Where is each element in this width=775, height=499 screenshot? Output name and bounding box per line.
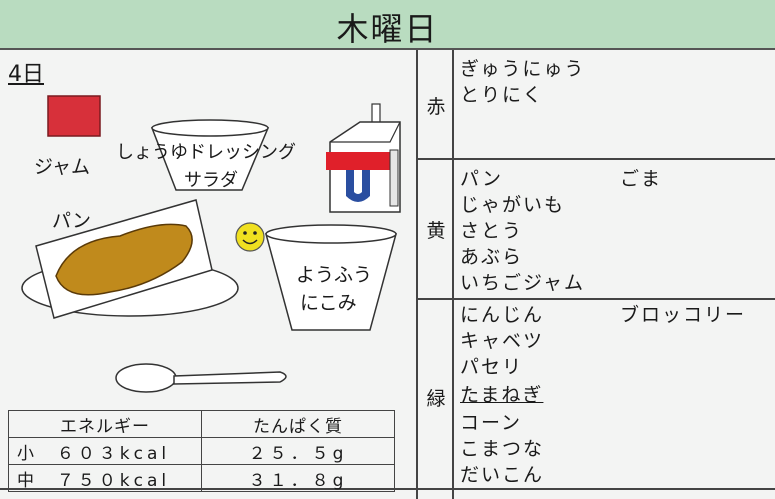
page-title: 木曜日 (336, 10, 439, 48)
jam-icon (47, 95, 101, 137)
food-item: キャベツ (460, 330, 545, 352)
energy-value: ６０３kcal (56, 443, 171, 464)
divider-main (416, 50, 418, 499)
food-item: あぶら (460, 246, 524, 268)
size-label: 中 (17, 470, 38, 491)
header-bar: 木曜日 (0, 0, 775, 50)
food-item: とりにく (460, 84, 544, 106)
nutrition-table: エネルギー たんぱく質 小 ６０３kcal ２５．５g 中 ７５０kcal ３１… (8, 410, 395, 492)
food-item: さとう (460, 220, 524, 242)
size-label: 小 (17, 443, 38, 464)
food-item: いちごジャム (460, 272, 586, 294)
food-item: パン (460, 168, 503, 190)
divider-group (452, 50, 454, 499)
table-row: 中 ７５０kcal ３１．８g (8, 464, 395, 492)
soup-label-line2: にこみ (300, 292, 357, 314)
food-item: じゃがいも (460, 194, 566, 216)
energy-value: ７５０kcal (56, 470, 171, 491)
table-row: 小 ６０３kcal ２５．５g (8, 437, 395, 465)
milk-carton-icon (326, 103, 401, 213)
bread-label: パン (52, 210, 91, 232)
group-label-yellow: 黄 (426, 220, 446, 242)
food-item: ごま (620, 168, 663, 190)
food-item: たまねぎ (460, 384, 544, 406)
spoon-icon (115, 363, 287, 393)
jam-label: ジャム (34, 156, 91, 178)
divider-yellow-green (416, 298, 775, 300)
divider-red-yellow (416, 158, 775, 160)
protein-value: ２５．５g (201, 437, 395, 465)
header-energy: エネルギー (8, 410, 202, 438)
table-header-row: エネルギー たんぱく質 (8, 410, 395, 438)
group-label-red: 赤 (426, 96, 446, 118)
food-item: にんじん (460, 304, 545, 326)
group-label-green: 緑 (426, 388, 446, 410)
protein-value: ３１．８g (201, 464, 395, 492)
bread-icon (55, 223, 193, 296)
salad-label-line2: サラダ (184, 170, 238, 191)
food-item: パセリ (460, 356, 524, 378)
food-item: こまつな (460, 438, 545, 460)
header-protein: たんぱく質 (201, 410, 395, 438)
meal-illustration (21, 95, 401, 393)
food-item: コーン (460, 412, 523, 434)
food-item: ぎゅうにゅう (460, 58, 586, 80)
soup-label-line1: ようふう (296, 264, 373, 286)
smiley-icon (235, 222, 265, 252)
food-item: ブロッコリー (620, 304, 747, 326)
salad-label-line1: しょうゆドレッシング (116, 142, 296, 163)
date-label: 4日 (8, 62, 44, 87)
food-item: だいこん (460, 464, 545, 486)
energy-cell: 中 ７５０kcal (8, 464, 202, 492)
energy-cell: 小 ６０３kcal (8, 437, 202, 465)
